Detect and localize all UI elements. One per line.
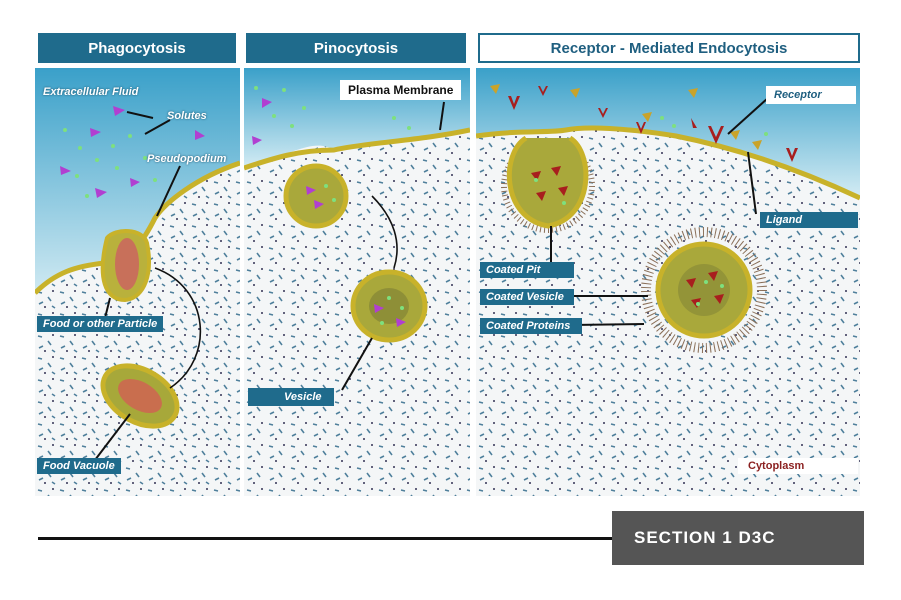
solute-particles	[252, 86, 411, 327]
header-pinocytosis: Pinocytosis	[246, 33, 466, 63]
label-extracellular-fluid: Extracellular Fluid	[43, 86, 139, 98]
label-coated-pit: Coated Pit	[480, 262, 574, 278]
process-arrow	[371, 195, 398, 269]
label-food-particle: Food or other Particle	[37, 316, 164, 332]
label-ligand: Ligand	[760, 212, 858, 228]
panel-phagocytosis: Extracellular Fluid Solutes Pseudopodium…	[35, 68, 240, 496]
coated-vesicle	[641, 227, 767, 353]
label-coated-vesicle: Coated Vesicle	[480, 289, 574, 305]
receptor-mediated-endocytosis-illustration	[476, 68, 860, 496]
coated-pit	[501, 135, 595, 233]
label-leader-lines	[94, 111, 181, 461]
solute-particles	[60, 106, 205, 198]
digested-particle	[118, 378, 162, 414]
label-plasma-membrane: Plasma Membrane	[340, 80, 462, 100]
footer-rule	[38, 537, 618, 540]
forming-vesicle	[283, 163, 349, 229]
header-phagocytosis: Phagocytosis	[38, 33, 236, 63]
process-arrow	[154, 267, 202, 389]
label-cytoplasm: Cytoplasm	[738, 458, 858, 474]
extracellular-fluid	[35, 68, 240, 293]
section-badge: SECTION 1 D3C	[612, 511, 864, 565]
label-leader-lines	[341, 101, 445, 391]
plasma-membrane	[244, 127, 470, 171]
food-particle	[115, 238, 139, 290]
label-coated-proteins: Coated Proteins	[480, 318, 582, 334]
panel-receptor-mediated-endocytosis: Receptor Ligand Coated Pit Coated Vesicl…	[476, 68, 860, 496]
pinocytosis-illustration	[244, 68, 470, 496]
internalized-ligands	[531, 166, 724, 308]
receptors	[508, 86, 798, 162]
ligands	[490, 84, 762, 150]
plasma-membrane	[476, 125, 860, 201]
label-vesicle: Vesicle	[248, 388, 334, 406]
label-receptor: Receptor	[766, 86, 856, 104]
label-solutes: Solutes	[167, 110, 207, 122]
panel-pinocytosis: Plasma Membrane Vesicle	[244, 68, 470, 496]
label-leader-lines	[550, 97, 769, 326]
header-receptor-mediated-endocytosis: Receptor - Mediated Endocytosis	[478, 33, 860, 63]
label-pseudopodium: Pseudopodium	[147, 153, 227, 165]
phagocytosis-illustration	[35, 68, 240, 496]
label-food-vacuole: Food Vacuole	[37, 458, 121, 474]
extracellular-solutes	[534, 116, 768, 306]
